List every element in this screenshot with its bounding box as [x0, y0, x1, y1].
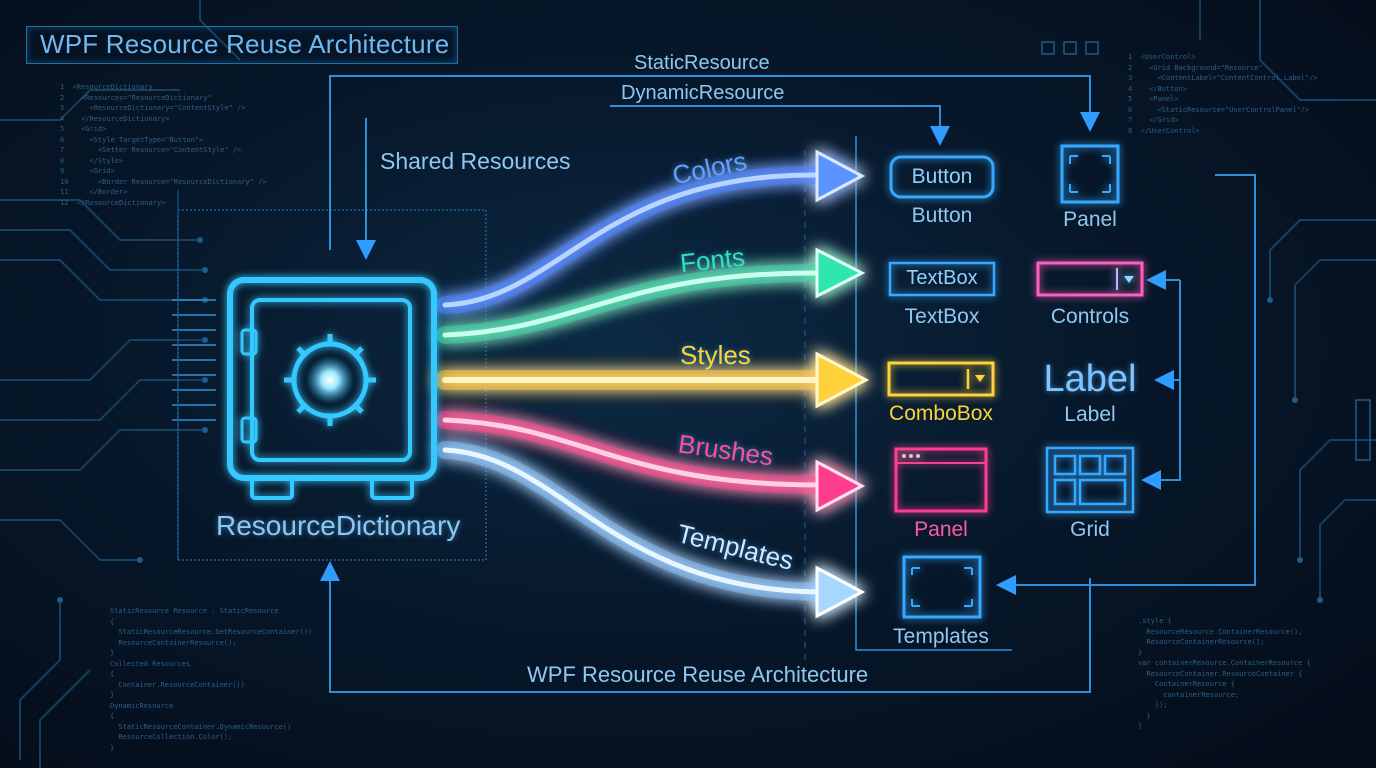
- stream-styles: [435, 351, 870, 409]
- code-snippet-bottom-left: StaticResource Resource : StaticResource…: [110, 607, 313, 752]
- safe-icon: [227, 277, 437, 500]
- button-caption: Button: [911, 204, 973, 227]
- combobox-caption: ComboBox: [889, 402, 993, 425]
- controls-caption: Controls: [1050, 305, 1130, 328]
- stream-fonts: [436, 247, 866, 344]
- combobox-control-shape: [887, 361, 995, 397]
- button-control-text[interactable]: Button: [911, 165, 973, 188]
- corner-squares: [1041, 41, 1371, 461]
- footer-caption: WPF Resource Reuse Architecture: [527, 662, 869, 687]
- circuit-nodes: [57, 237, 1323, 603]
- safe-core-glow: [306, 356, 354, 404]
- textbox-control-shape: [888, 261, 996, 297]
- textbox-caption: TextBox: [904, 305, 980, 328]
- grid-caption: Grid: [1070, 518, 1110, 541]
- stream-brushes: [436, 411, 866, 513]
- input-arrows: [172, 299, 216, 421]
- resource-dictionary-label: ResourceDictionary: [216, 510, 461, 541]
- shared-resources-label: Shared Resources: [380, 148, 571, 174]
- label-control-text: Label: [1043, 358, 1137, 400]
- code-snippet-top-right: 1 <UserControl> 2 <Grid Background="Reso…: [1128, 53, 1318, 135]
- title-frame: [26, 26, 458, 64]
- stream-label-styles: Styles: [680, 340, 751, 370]
- grid-icon: [1045, 446, 1135, 514]
- dynamic-resource-label: DynamicResource: [621, 82, 785, 104]
- page-title: WPF Resource Reuse Architecture: [40, 29, 450, 59]
- connector-lines: [320, 75, 1256, 693]
- textbox-control-text[interactable]: TextBox: [906, 267, 978, 289]
- panel-icon: [1060, 144, 1120, 204]
- panel-window-shape: [894, 447, 988, 513]
- controls-frame: [855, 136, 1012, 651]
- static-resource-label: StaticResource: [634, 52, 770, 74]
- label-caption: Label: [1064, 403, 1116, 426]
- stream-templates: [436, 441, 866, 619]
- templates-caption: Templates: [893, 625, 989, 648]
- templates-icon: [902, 555, 982, 619]
- panel-caption: Panel: [1063, 208, 1117, 231]
- panel-pink-caption: Panel: [914, 518, 968, 541]
- controls-icon: [1036, 261, 1144, 297]
- code-snippet-bottom-right: .style { ResourceResource.ContainerResou…: [1138, 617, 1311, 730]
- button-control-shape: [889, 155, 995, 199]
- stream-colors: [436, 149, 866, 314]
- code-snippet-top-left: 1 <ResourceDictionary 2 <Resources="Reso…: [60, 83, 267, 207]
